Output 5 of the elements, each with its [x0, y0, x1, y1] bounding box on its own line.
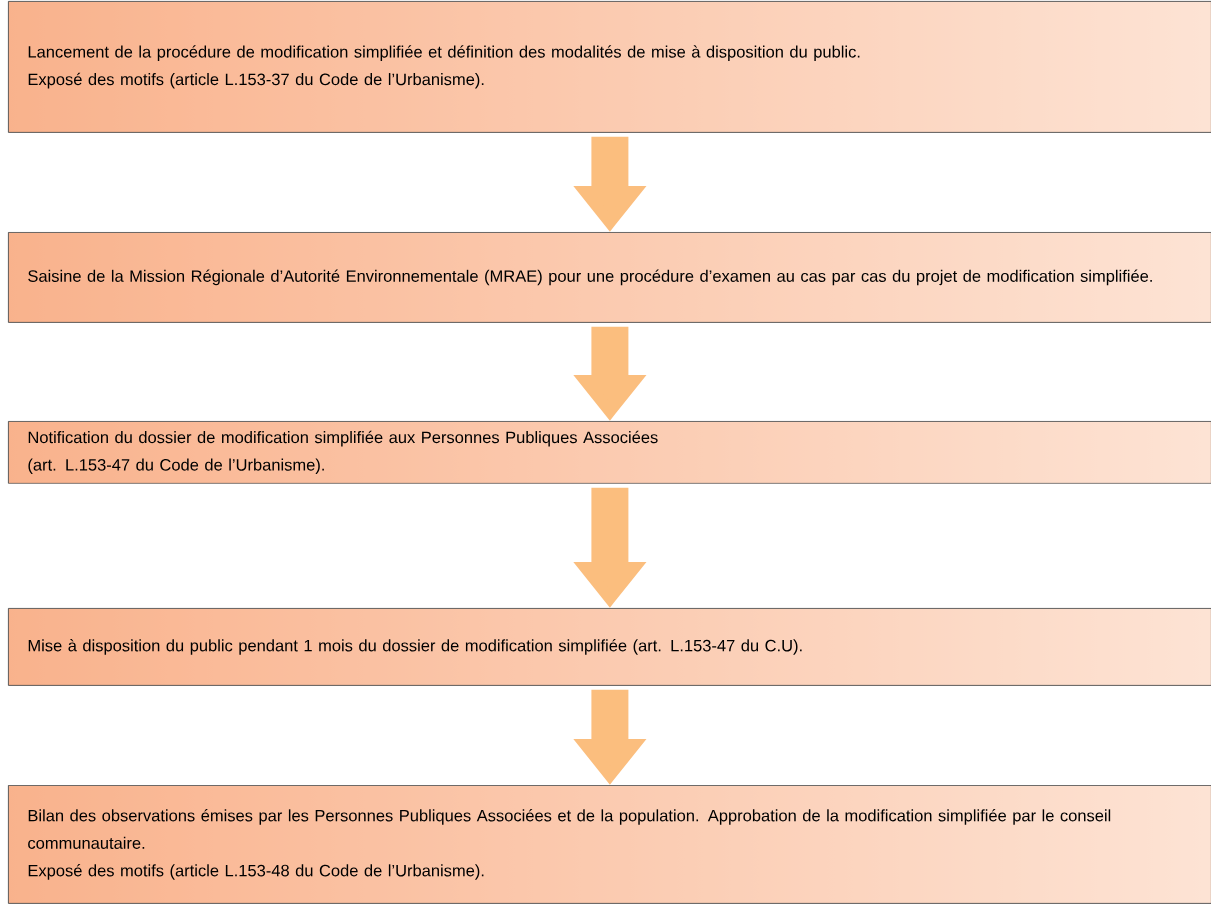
process-box: Saisine de la Mission Régionale d’Autorité Environnementale (MRAE) pour une procédure d’examen au cas par cas du projet de modification simplifiée.	[8, 232, 1211, 323]
process-box: Notification du dossier de modification simplifiée aux Personnes Publiques Associées (art. L.153-47 du Code de l’Urbanisme).	[8, 421, 1211, 484]
process-box: Bilan des observations émises par les Personnes Publiques Associées et de la population. Approbation de la modification simplifiée par le conseil communautaire. Exposé des motifs (article L.153-48 du Code de l’Urbanisme).	[8, 785, 1211, 904]
process-box: Lancement de la procédure de modification simplifiée et définition des modalités de mise à disposition du public. Exposé des motifs (article L.153-37 du Code de l’Urbanisme).	[8, 1, 1211, 133]
process-box: Mise à disposition du public pendant 1 mois du dossier de modification simplifiée (art. L.153-47 du C.U).	[8, 608, 1211, 686]
